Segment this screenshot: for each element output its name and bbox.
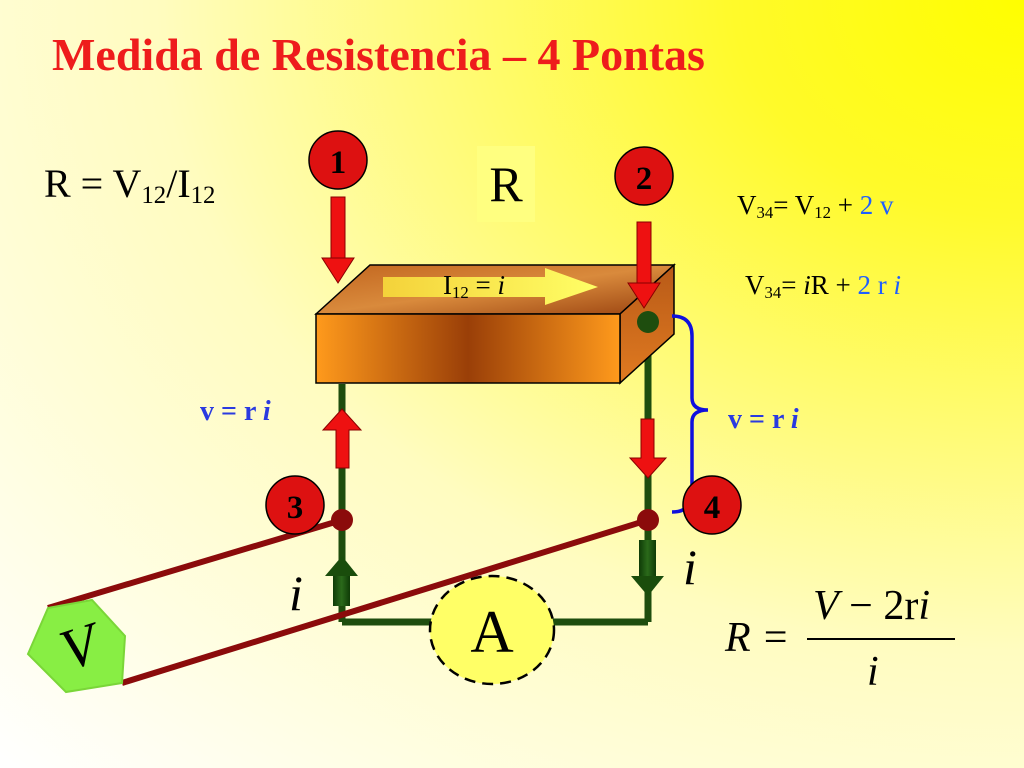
eq-part: /I	[166, 161, 191, 206]
eq-part: R +	[810, 270, 858, 300]
v34-equation-2: V34= iR + 2 r i	[745, 270, 901, 303]
eq-blue-term: 2 v	[859, 190, 894, 220]
formula-denominator: i	[867, 649, 879, 695]
resistor-front-face	[315, 313, 621, 384]
current-i12-label: I12 = i	[443, 270, 505, 303]
probe-2-number: 2	[636, 161, 653, 197]
eq-sub: 12	[814, 203, 831, 223]
formula-num-i: i	[918, 583, 931, 629]
current-arrow-left	[325, 556, 358, 606]
eq-part: v = r	[200, 396, 263, 427]
probe-3-number: 3	[287, 490, 304, 526]
eq-part: V	[745, 270, 765, 300]
eq-italic: i	[790, 404, 799, 435]
voltage-drop-left: v = r i	[200, 396, 271, 428]
voltage-drop-right: v = r i	[728, 404, 799, 436]
eq-italic: i	[262, 396, 271, 427]
resistance-formula: R = V − 2ri i	[725, 582, 965, 702]
eq-part: +	[830, 190, 860, 220]
probe-1-number: 1	[330, 145, 347, 181]
probe-4-marker: 4	[682, 475, 742, 535]
probe-2-arrow	[627, 221, 661, 309]
contact-dot-4	[637, 509, 659, 531]
probe-1-marker: 1	[308, 130, 368, 190]
probe-2-marker: 2	[614, 146, 674, 206]
arrow-up-left	[321, 408, 363, 469]
formula-lhs: R =	[725, 615, 790, 661]
eq-sub: 34	[756, 203, 774, 223]
eq-part: = V	[773, 190, 815, 220]
ammeter-label: A	[470, 599, 513, 665]
formula-num-mid: − 2r	[838, 583, 919, 629]
voltmeter: V	[26, 598, 127, 694]
formula-numerator: V − 2ri	[813, 582, 930, 630]
eq-sub: 12	[141, 182, 167, 210]
eq-sub: 12	[190, 182, 216, 210]
eq-part: V	[737, 190, 757, 220]
arrow-down-right	[628, 418, 668, 479]
current-label-right: i	[683, 539, 697, 595]
eq-blue-italic: i	[893, 270, 901, 300]
current-arrow	[383, 268, 598, 305]
contact-dot-2	[637, 311, 659, 333]
current-label-left: i	[289, 565, 303, 621]
current-arrow-right	[631, 540, 664, 596]
eq-part: I	[443, 270, 452, 300]
eq-italic: i	[803, 270, 811, 300]
resistor-label: R	[477, 146, 535, 222]
eq-sub: 12	[452, 283, 469, 303]
probe-1-arrow	[321, 196, 355, 284]
eq-part: R = V	[44, 161, 142, 206]
eq-sub: 34	[764, 283, 782, 303]
eq-blue-term: 2 r	[857, 270, 894, 300]
eq-italic: i	[497, 270, 505, 300]
eq-part: =	[468, 270, 498, 300]
resistance-definition: R = V12/I12	[44, 160, 215, 210]
probe-3-marker: 3	[265, 475, 325, 535]
fraction-bar	[807, 638, 955, 640]
v34-equation-1: V34= V12 + 2 v	[737, 190, 893, 223]
contact-dot-3	[331, 509, 353, 531]
formula-num-v: V	[813, 583, 839, 629]
ammeter: A	[428, 574, 556, 686]
eq-part: v = r	[728, 404, 791, 435]
slide-title: Medida de Resistencia – 4 Pontas	[52, 29, 705, 80]
probe-4-number: 4	[704, 490, 721, 526]
eq-part: =	[781, 270, 804, 300]
